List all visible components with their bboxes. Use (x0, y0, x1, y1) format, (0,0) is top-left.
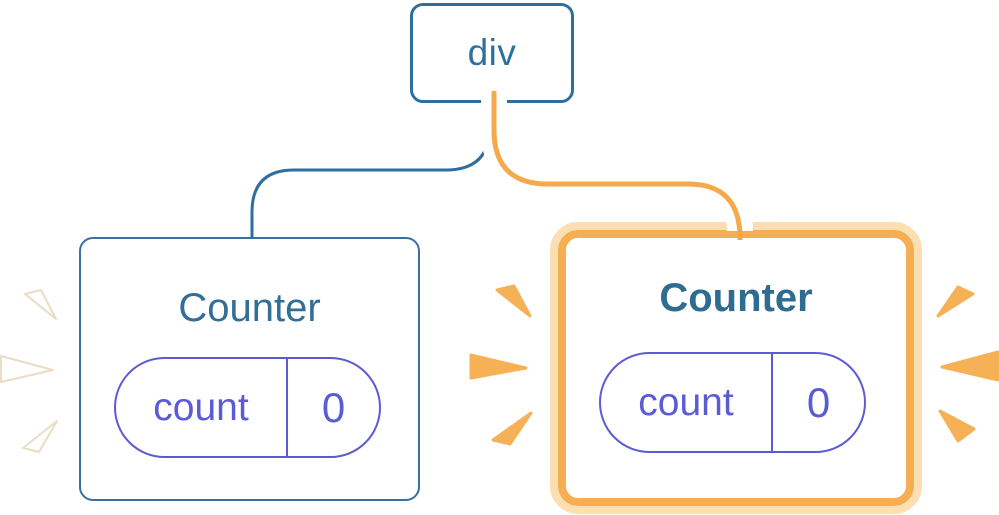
root-div-label: div (467, 32, 517, 73)
burst-ray (938, 409, 976, 443)
state-pill-left: count 0 (114, 357, 381, 458)
burst-ray (491, 411, 533, 446)
burst-ray (495, 284, 532, 318)
burst-ray (24, 289, 57, 320)
counter-card-right-highlight: Counter count 0 (550, 222, 922, 514)
state-name-right: count (638, 380, 734, 424)
counter-title-right: Counter (659, 276, 813, 320)
edge-right-connector (491, 91, 743, 240)
burst-ray (936, 285, 975, 318)
burst-orange-left-icon (469, 284, 533, 446)
state-name-left: count (153, 385, 249, 429)
edge-right-connector-casing (481, 91, 753, 232)
state-pill-right: count 0 (599, 352, 866, 453)
burst-orange-right-icon (936, 285, 999, 443)
burst-ray (22, 420, 58, 453)
burst-ray (469, 353, 528, 380)
counter-card-left: Counter count 0 (79, 237, 420, 501)
pill-divider-left (286, 359, 288, 456)
burst-ray (940, 350, 999, 382)
burst-white-icon (0, 289, 58, 453)
state-value-right: 0 (806, 378, 831, 426)
pill-divider-right (771, 354, 773, 451)
counter-card-right: Counter count 0 (558, 230, 914, 506)
counter-title-left: Counter (178, 286, 321, 330)
root-div-node: div (410, 3, 574, 103)
burst-ray (0, 355, 54, 383)
state-value-left: 0 (321, 383, 346, 431)
edge-left-connector (250, 100, 492, 239)
